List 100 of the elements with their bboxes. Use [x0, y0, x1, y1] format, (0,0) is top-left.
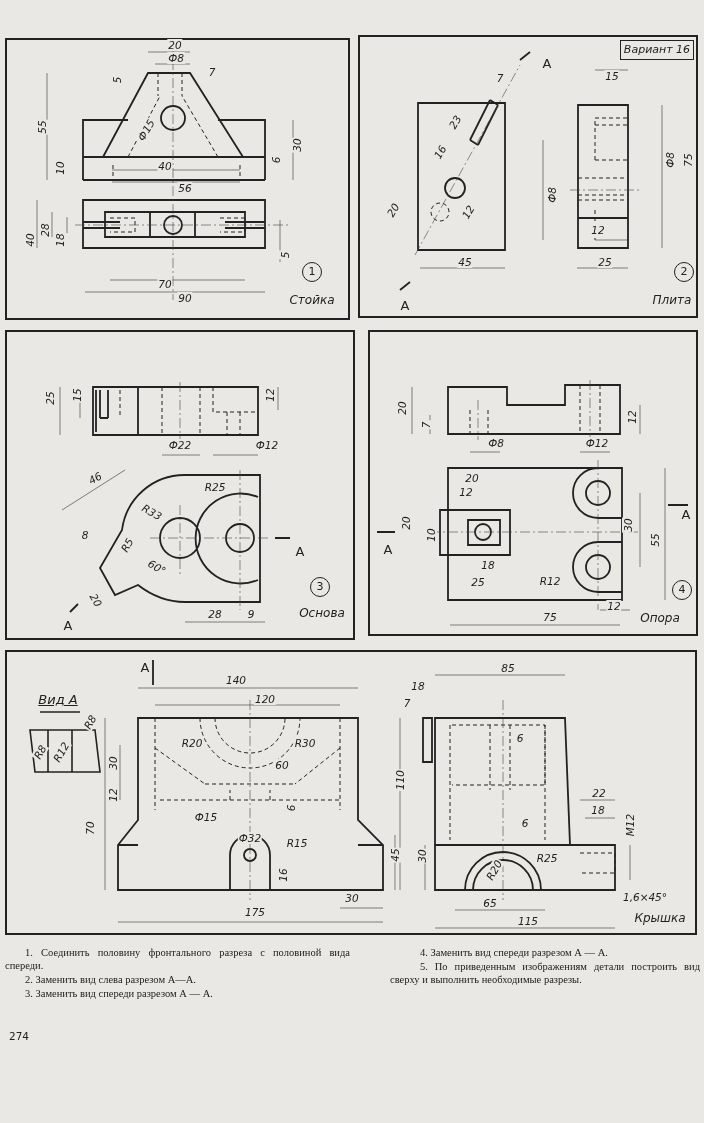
drawing-panel — [5, 330, 355, 640]
dimension-label: 20 — [167, 39, 183, 51]
dimension-label: 10 — [54, 160, 66, 176]
page-number: 274 — [8, 1030, 31, 1042]
dimension-label: M12 — [624, 812, 636, 838]
dimension-label: 9 — [246, 608, 256, 620]
dimension-label: 115 — [517, 915, 539, 927]
dimension-label: 20 — [464, 472, 480, 484]
dimension-label: 40 — [157, 160, 173, 172]
dimension-label: Ф32 — [237, 832, 263, 844]
section-label: A — [294, 546, 306, 558]
dimension-label: 28 — [39, 222, 51, 238]
part-name: Плита — [652, 293, 692, 307]
dimension-label: R25 — [203, 481, 227, 493]
instruction-text: 5. По приведенным изображениям детали построить вид сверху и выполнить необходимые разрезы. — [390, 960, 700, 986]
dimension-label: 30 — [622, 517, 634, 533]
dimension-label: 175 — [244, 906, 266, 918]
dimension-label: 70 — [157, 278, 173, 290]
dimension-label: 5 — [111, 75, 123, 85]
dimension-label: Ф8 — [487, 437, 505, 449]
section-label: A — [680, 509, 692, 521]
section-label: A — [541, 58, 553, 70]
dimension-label: 15 — [71, 387, 83, 403]
dimension-label: 45 — [389, 847, 401, 863]
drawing-panel — [368, 330, 698, 636]
dimension-label: 56 — [177, 182, 193, 194]
dimension-label: 10 — [425, 527, 437, 543]
dimension-label: 25 — [44, 390, 56, 406]
dimension-label: 7 — [402, 697, 412, 709]
dimension-label: 12 — [590, 224, 606, 236]
dimension-label: 45 — [457, 256, 473, 268]
dimension-label: 75 — [682, 152, 694, 168]
dimension-label: 18 — [54, 232, 66, 248]
dimension-label: 30 — [344, 892, 360, 904]
dimension-label: 25 — [470, 576, 486, 588]
dimension-label: 22 — [591, 787, 607, 799]
dimension-label: 6 — [515, 732, 525, 744]
dimension-label: R12 — [538, 575, 562, 587]
dimension-label: 7 — [420, 420, 432, 430]
dimension-label: 18 — [590, 804, 606, 816]
dimension-label: Ф12 — [254, 439, 280, 451]
dimension-label: R20 — [180, 737, 204, 749]
dimension-label: 6 — [285, 803, 297, 813]
dimension-label: 5 — [279, 250, 291, 260]
dimension-label: 25 — [597, 256, 613, 268]
dimension-label: 15 — [604, 70, 620, 82]
drawing-panel — [358, 35, 698, 318]
part-name: Основа — [299, 606, 345, 620]
part-name: Опора — [640, 611, 680, 625]
dimension-label: 40 — [24, 232, 36, 248]
dimension-label: R25 — [535, 852, 559, 864]
variant-label: Вариант 16 — [620, 40, 694, 60]
dimension-label: 90 — [177, 292, 193, 304]
dimension-label: 18 — [480, 559, 496, 571]
part-name: Крышка — [634, 911, 686, 925]
view-label: Вид A — [37, 694, 79, 706]
dimension-label: 20 — [396, 400, 408, 416]
dimension-label: 7 — [495, 72, 505, 84]
instruction-text: 1. Соединить половину фронтального разреза с половиной вида спереди. — [5, 946, 350, 972]
section-label: A — [382, 544, 394, 556]
dimension-label: R15 — [285, 837, 309, 849]
dimension-label: Ф12 — [584, 437, 610, 449]
dimension-label: 85 — [500, 662, 516, 674]
dimension-label: Ф15 — [193, 811, 219, 823]
dimension-label: 30 — [291, 137, 303, 153]
dimension-label: 8 — [80, 529, 90, 541]
dimension-label: 20 — [400, 515, 412, 531]
dimension-label: 75 — [542, 611, 558, 623]
section-label: A — [62, 620, 74, 632]
dimension-label: 6 — [270, 155, 282, 165]
dimension-label: Ф8 — [664, 151, 676, 169]
dimension-label: 7 — [207, 66, 217, 78]
dimension-label: 110 — [394, 769, 406, 791]
dimension-label: Ф8 — [546, 186, 558, 204]
dimension-label: 120 — [254, 693, 276, 705]
dimension-label: 6 — [520, 817, 530, 829]
instruction-text: 3. Заменить вид спереди разрезом А — А. — [24, 987, 214, 1000]
dimension-label: 70 — [84, 820, 96, 836]
dimension-label: 65 — [482, 897, 498, 909]
instruction-text: 2. Заменить вид слева разрезом А—А. — [24, 973, 197, 986]
dimension-label: 30 — [107, 755, 119, 771]
section-label: A — [399, 300, 411, 312]
dimension-label: 12 — [606, 600, 622, 612]
dimension-label: 60 — [274, 759, 290, 771]
dimension-label: 30 — [416, 848, 428, 864]
dimension-label: 140 — [225, 674, 247, 686]
dimension-label: 18 — [410, 680, 426, 692]
dimension-label: 1,6×45° — [621, 891, 669, 903]
dimension-label: 12 — [626, 409, 638, 425]
dimension-label: 55 — [36, 119, 48, 135]
dimension-label: 28 — [207, 608, 223, 620]
drawing-panel — [5, 650, 697, 935]
dimension-label: 12 — [458, 486, 474, 498]
part-name: Стойка — [289, 293, 335, 307]
dimension-label: Ф22 — [167, 439, 193, 451]
drawing-panel — [5, 38, 350, 320]
dimension-label: R30 — [293, 737, 317, 749]
dimension-label: 55 — [649, 532, 661, 548]
dimension-label: 12 — [264, 387, 276, 403]
dimension-label: 16 — [277, 867, 289, 883]
